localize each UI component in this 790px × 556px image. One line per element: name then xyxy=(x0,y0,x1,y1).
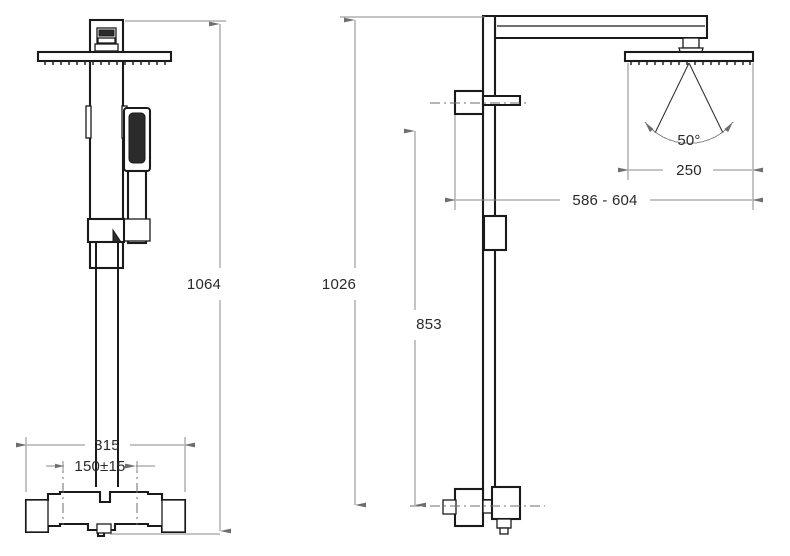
dim-arm-reach-label: 586 - 604 xyxy=(572,192,637,209)
dim-inlet-centers: 150±15 xyxy=(46,458,155,525)
dim-total-height: 1064 xyxy=(125,20,231,534)
side-head-nozzle-ticks xyxy=(630,61,751,65)
dim-column-height-label: 1026 xyxy=(322,276,356,293)
front-thermostatic-mixer-body xyxy=(24,490,187,538)
front-mixer-connection xyxy=(86,217,126,244)
dim-riser-height: 853 xyxy=(404,128,442,508)
dim-spray-angle-label: 50° xyxy=(677,132,700,149)
front-overhead-shower-head xyxy=(36,50,173,65)
side-shower-arm xyxy=(481,14,709,502)
front-supply-pipe xyxy=(95,242,119,487)
dim-body-width: 315 xyxy=(16,437,195,492)
side-holder-arm xyxy=(430,89,527,116)
dim-body-width-label: 315 xyxy=(94,437,120,454)
dim-head-size: 250 xyxy=(618,63,763,180)
dim-total-height-label: 1064 xyxy=(187,276,221,293)
dim-inlet-centers-label: 150±15 xyxy=(74,458,125,475)
dim-head-size-label: 250 xyxy=(676,162,702,179)
side-overhead-shower-head xyxy=(623,50,755,65)
dim-column-height: 1026 xyxy=(322,16,485,508)
front-head-mount xyxy=(88,18,125,58)
front-view-group: 1064 315 150±15 xyxy=(16,18,231,538)
side-mixer-body xyxy=(410,485,545,535)
side-view-group: 50° xyxy=(322,14,763,535)
front-head-nozzle-ticks xyxy=(44,61,166,65)
side-riser-sleeve xyxy=(482,214,508,252)
dim-arm-reach: 586 - 604 xyxy=(445,63,763,210)
dim-riser-height-label: 853 xyxy=(416,316,442,333)
dim-spray-angle: 50° xyxy=(644,121,734,149)
spray-cone xyxy=(654,62,724,134)
